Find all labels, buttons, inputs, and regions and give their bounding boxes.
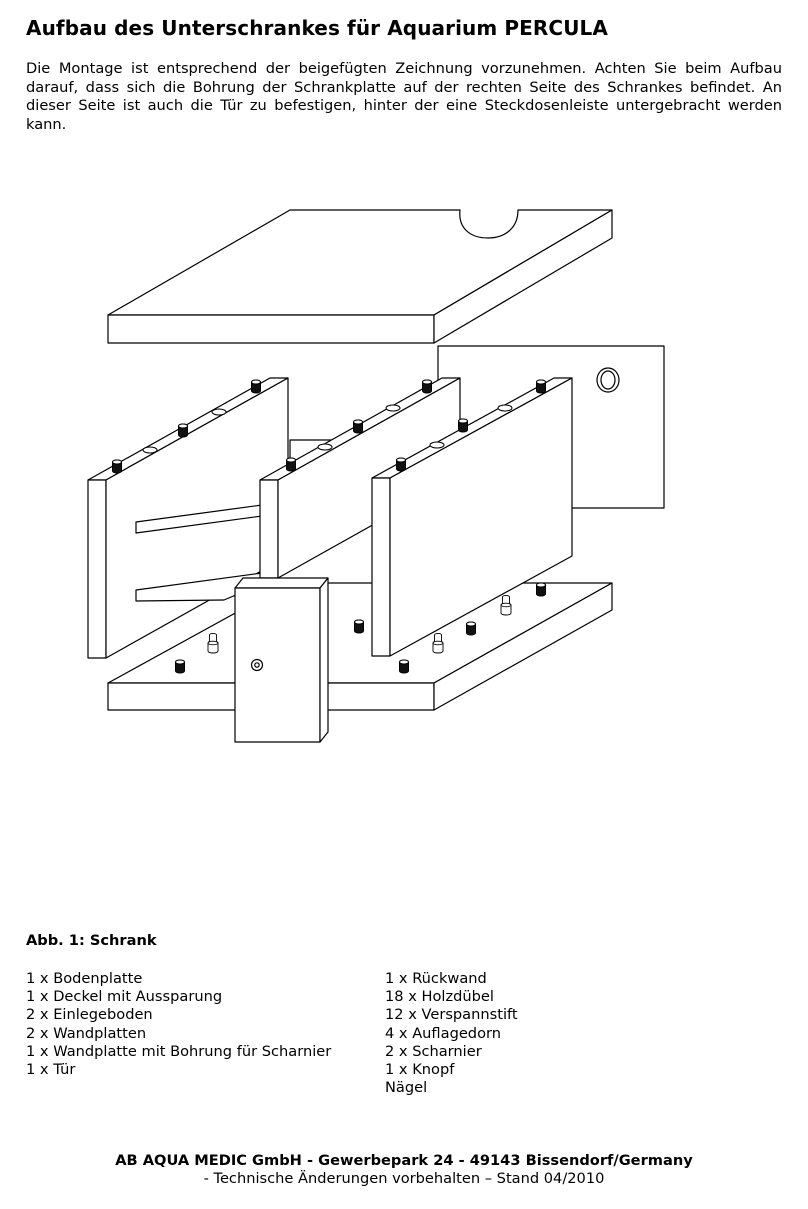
list-item: 2 x Wandplatten bbox=[26, 1024, 147, 1042]
door-side bbox=[319, 577, 329, 743]
intro-paragraph: Die Montage ist entsprechend der beigefü… bbox=[26, 60, 782, 133]
middle-wall-front bbox=[259, 479, 279, 579]
bottom-plate-side bbox=[433, 582, 613, 711]
lid-top-face bbox=[107, 209, 613, 316]
parts-list-right: 1 x Rückwand 18 x Holzdübel 12 x Verspan… bbox=[385, 970, 518, 1097]
list-item: 1 x Knopf bbox=[385, 1061, 455, 1079]
left-wall-front bbox=[87, 479, 107, 659]
footer-note: - Technische Änderungen vorbehalten – St… bbox=[203, 1170, 605, 1187]
door-front bbox=[234, 587, 321, 743]
figure-caption: Abb. 1: Schrank bbox=[26, 932, 157, 949]
door-top bbox=[234, 577, 329, 589]
list-item: Nägel bbox=[385, 1079, 428, 1097]
lid-front-edge bbox=[107, 314, 435, 344]
parts-list-left: 1 x Bodenplatte 1 x Deckel mit Aussparun… bbox=[26, 970, 331, 1079]
list-item: 1 x Wandplatte mit Bohrung für Scharnier bbox=[26, 1042, 332, 1060]
page-title: Aufbau des Unterschrankes für Aquarium P… bbox=[26, 16, 608, 40]
cabinet-assembly-drawing bbox=[80, 145, 710, 780]
list-item: 18 x Holzdübel bbox=[385, 988, 494, 1006]
page-footer: AB AQUA MEDIC GmbH - Gewerbepark 24 - 49… bbox=[0, 1152, 808, 1188]
right-wall-side bbox=[389, 377, 573, 657]
list-item: 2 x Einlegeboden bbox=[26, 1006, 153, 1024]
list-item: 1 x Rückwand bbox=[385, 970, 487, 987]
lid-side-edge bbox=[433, 209, 613, 344]
right-wall-front bbox=[371, 477, 391, 657]
list-item: 1 x Bodenplatte bbox=[26, 970, 143, 987]
list-item: 12 x Verspannstift bbox=[385, 1006, 518, 1024]
list-item: 2 x Scharnier bbox=[385, 1042, 482, 1060]
list-item: 1 x Deckel mit Aussparung bbox=[26, 988, 223, 1006]
footer-company: AB AQUA MEDIC GmbH - Gewerbepark 24 - 49… bbox=[115, 1152, 693, 1169]
door-knob bbox=[250, 658, 264, 672]
list-item: 1 x Tür bbox=[26, 1061, 76, 1079]
list-item: 4 x Auflagedorn bbox=[385, 1024, 501, 1042]
